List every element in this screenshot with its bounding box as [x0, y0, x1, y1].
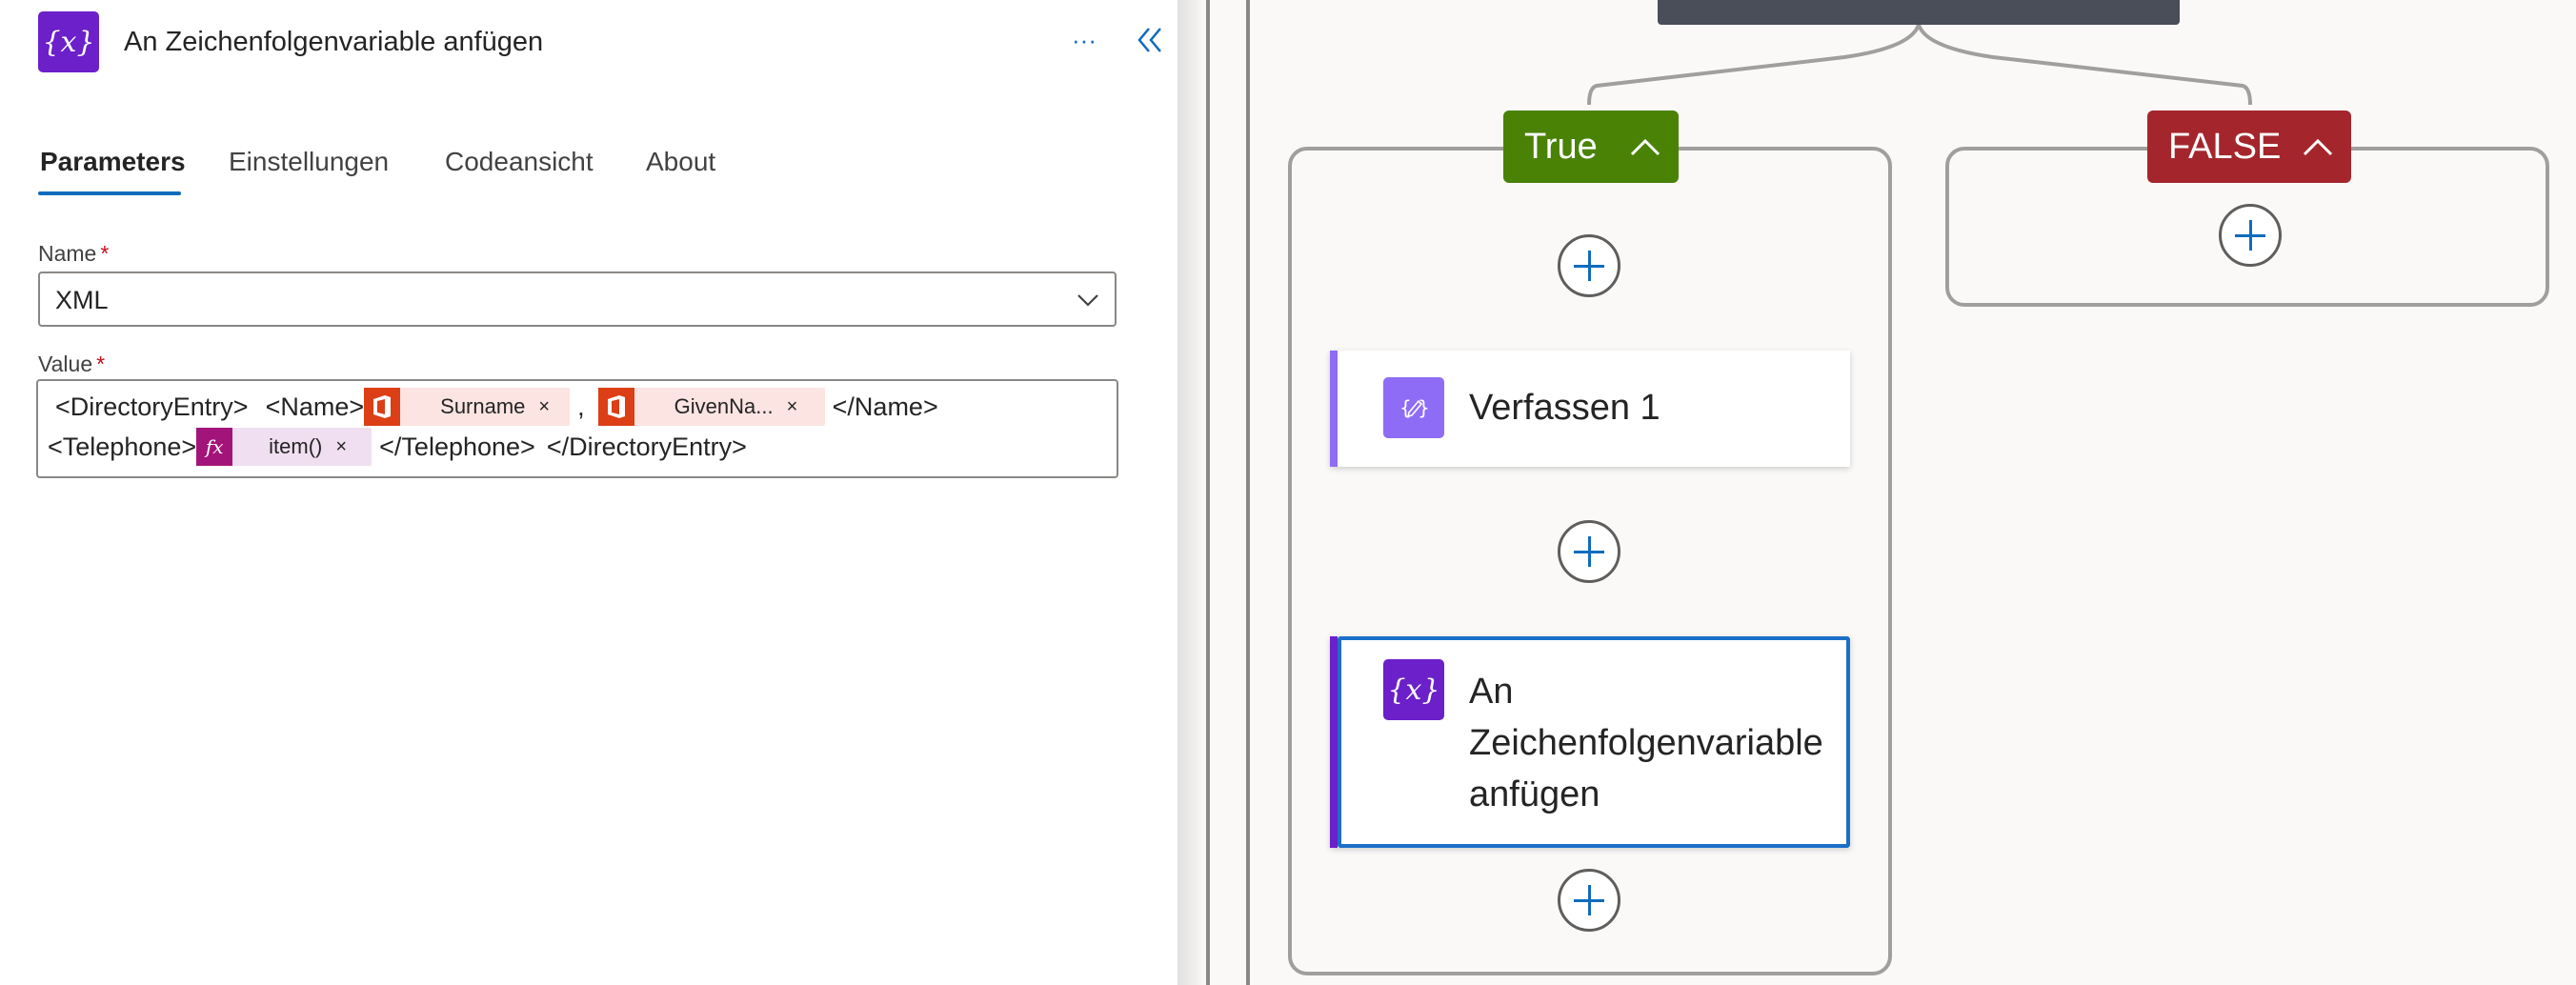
fx-icon: fx — [196, 428, 233, 466]
chevron-up-icon — [2303, 138, 2333, 156]
false-branch-text: FALSE — [2168, 126, 2282, 167]
required-mark: * — [96, 352, 106, 376]
scope-border — [1246, 0, 1250, 985]
more-options-button[interactable]: ··· — [1072, 26, 1097, 54]
text-segment: <Name> — [265, 392, 365, 421]
add-action-button[interactable] — [1558, 869, 1620, 932]
details-panel: {x} An Zeichenfolgenvariable anfügen ···… — [0, 0, 1177, 985]
action-card-verfassen[interactable]: { } Verfassen 1 — [1330, 351, 1850, 467]
compose-icon: { } — [1383, 377, 1444, 438]
text-segment: </Telephone> — [379, 432, 535, 461]
card-accent-bar — [1330, 351, 1338, 467]
canvas-divider — [1206, 0, 1210, 985]
variable-icon: {x} — [1383, 659, 1444, 720]
office-icon — [597, 388, 634, 426]
name-select[interactable]: XML — [38, 271, 1117, 327]
token-label: item() — [269, 434, 323, 458]
office-icon — [364, 388, 401, 426]
parent-action-card[interactable] — [1658, 0, 2180, 25]
dynamic-content-token-surname[interactable]: Surname × — [364, 388, 571, 426]
expression-token-item[interactable]: fx item() × — [196, 428, 372, 466]
remove-token-button[interactable]: × — [538, 395, 551, 417]
value-line-2: <Telephone> fx item() × </Telephone> </D… — [48, 427, 755, 467]
card-accent-bar — [1330, 636, 1338, 848]
active-tab-indicator — [38, 191, 181, 195]
remove-token-button[interactable]: × — [786, 395, 798, 417]
value-line-1: <DirectoryEntry> <Name> Surname × , Give… — [55, 387, 946, 427]
true-branch-text: True — [1524, 126, 1598, 167]
text-segment: <DirectoryEntry> — [55, 392, 249, 421]
token-label: Surname — [440, 394, 526, 418]
variable-icon: {x} — [38, 11, 99, 72]
svg-text:{ }: { } — [1399, 396, 1430, 419]
tab-einstellungen[interactable]: Einstellungen — [229, 147, 390, 176]
text-segment: , — [577, 392, 585, 421]
required-mark: * — [100, 241, 110, 266]
add-action-button[interactable] — [2219, 204, 2282, 267]
action-card-append-string[interactable]: {x} An Zeichenfolgenvariable anfügen — [1330, 636, 1850, 848]
value-field-label: Value* — [38, 350, 105, 378]
double-chevron-left-icon — [1137, 28, 1161, 52]
token-label: GivenNa... — [674, 394, 774, 418]
false-branch-label[interactable]: FALSE — [2147, 111, 2351, 183]
remove-token-button[interactable]: × — [335, 435, 348, 457]
card-title-line-3: anfügen — [1469, 774, 1600, 814]
name-select-value: XML — [55, 286, 109, 314]
true-branch-label[interactable]: True — [1503, 111, 1679, 183]
name-field-label: Name* — [38, 239, 109, 268]
selection-outline — [1338, 636, 1850, 848]
chevron-up-icon — [1630, 138, 1660, 156]
value-label-text: Value — [38, 352, 93, 376]
flow-canvas[interactable]: True { } Verfassen 1 {x} An Zeichenfolge… — [1177, 0, 2576, 985]
dynamic-content-token-givenname[interactable]: GivenNa... × — [597, 388, 825, 426]
value-input[interactable]: <DirectoryEntry> <Name> Surname × , Give… — [36, 379, 1118, 478]
chevron-down-icon — [1077, 294, 1098, 307]
card-title: Verfassen 1 — [1469, 388, 1660, 428]
text-segment: </Name> — [832, 392, 938, 421]
tab-codeansicht[interactable]: Codeansicht — [445, 147, 594, 176]
add-action-button[interactable] — [1558, 234, 1620, 297]
name-label-text: Name — [38, 241, 97, 266]
add-action-button[interactable] — [1558, 520, 1620, 583]
panel-title: An Zeichenfolgenvariable anfügen — [124, 27, 544, 57]
tab-parameters[interactable]: Parameters — [40, 147, 186, 176]
panel-shadow — [1177, 0, 1206, 985]
text-segment: </DirectoryEntry> — [546, 432, 747, 461]
tab-about[interactable]: About — [646, 147, 716, 176]
text-segment: <Telephone> — [48, 432, 197, 461]
card-title-line-1: An — [1469, 672, 1514, 712]
card-title-line-2: Zeichenfolgenvariable — [1469, 723, 1823, 763]
collapse-panel-button[interactable] — [1130, 21, 1168, 59]
